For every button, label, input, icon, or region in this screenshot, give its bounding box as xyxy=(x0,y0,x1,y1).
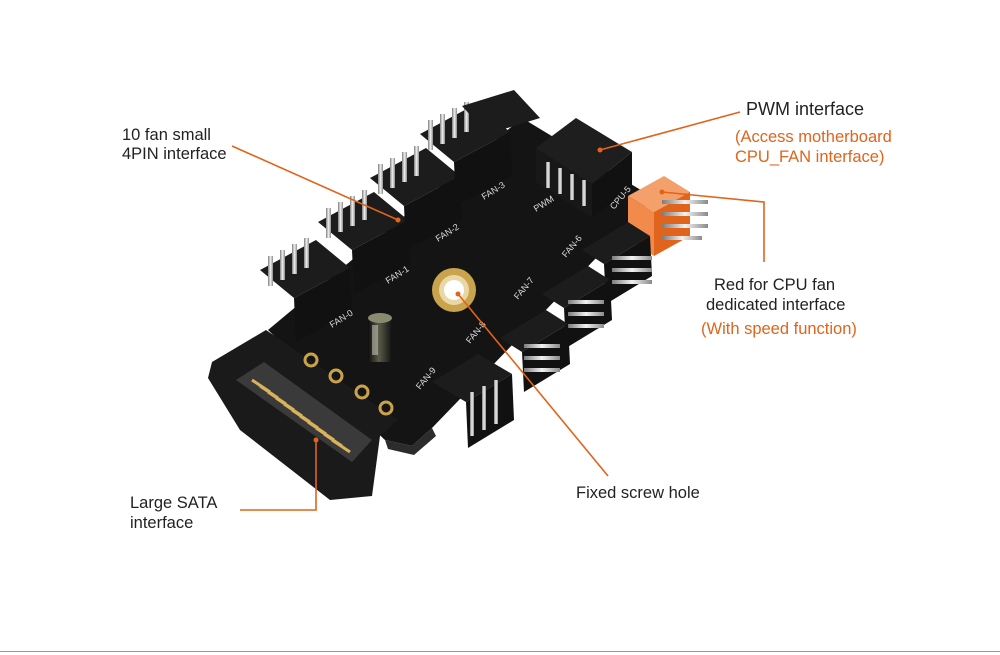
callout-dot-fan-small xyxy=(395,217,401,223)
sata-connector xyxy=(208,330,398,500)
fan-header-2 xyxy=(370,146,462,250)
callout-dot-cpu xyxy=(659,189,665,195)
callout-dot-pwm xyxy=(597,147,603,153)
label-red-cpu-line1: Red for CPU fan xyxy=(714,276,836,294)
label-fan-small-line2: 4PIN interface xyxy=(122,145,227,163)
label-red-cpu-note: (With speed function) xyxy=(701,320,857,338)
fan-header-8 xyxy=(500,310,570,392)
label-sata-line2: interface xyxy=(130,514,194,532)
label-sata-line1: Large SATA xyxy=(130,494,218,512)
callout-line-fan-small xyxy=(231,145,399,221)
bottom-divider xyxy=(0,651,1000,652)
label-pwm-note-line1: (Access motherboard xyxy=(735,128,892,146)
fan-header-7 xyxy=(542,266,612,348)
pcb-side-edge xyxy=(385,428,436,455)
callout-line-screw xyxy=(457,293,609,477)
callout-line-sata xyxy=(240,440,317,511)
callout-dot-sata xyxy=(313,437,319,443)
fan-header-3 xyxy=(420,90,540,206)
callout-line-pwm xyxy=(599,111,741,151)
capacitor xyxy=(368,313,392,362)
fan-header-6 xyxy=(582,222,652,304)
solder-pads xyxy=(303,352,394,416)
fan-header-9 xyxy=(432,354,514,448)
screw-hole xyxy=(432,268,476,312)
fan-header-0 xyxy=(260,238,352,342)
callout-dot-screw xyxy=(455,291,461,297)
label-pwm-note-line2: CPU_FAN interface) xyxy=(735,148,885,166)
label-red-cpu-line2: dedicated interface xyxy=(706,296,846,314)
sata-gold-contacts xyxy=(251,378,351,454)
label-screw-hole: Fixed screw hole xyxy=(576,484,700,502)
label-fan-small-line1: 10 fan small xyxy=(122,126,211,144)
label-pwm-title: PWM interface xyxy=(746,99,865,119)
pwm-header xyxy=(536,118,632,218)
callout-line-cpu xyxy=(661,191,765,262)
